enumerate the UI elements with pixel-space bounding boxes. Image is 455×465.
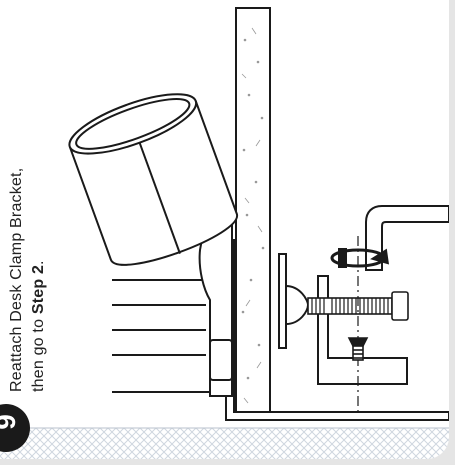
step-link-text: Step 2 (30, 264, 47, 315)
pivot-cap (285, 284, 310, 326)
instruction-line-1: Reattach Desk Clamp Bracket, (8, 167, 25, 392)
threaded-bolt (307, 291, 409, 321)
instruction-text: Reattach Desk Clamp Bracket, then go to … (6, 92, 50, 392)
l-bracket (225, 239, 449, 421)
pole-collar (68, 93, 238, 266)
clamp-frame (317, 275, 408, 385)
floor (0, 427, 449, 459)
desk-panel (235, 7, 271, 415)
screw (347, 337, 369, 361)
assembly-illustration (0, 7, 449, 459)
instruction-card: Reattach Desk Clamp Bracket, then go to … (0, 0, 449, 459)
instruction-line-2: then go to Step 2. (28, 92, 50, 392)
rotate-arrow-icon (330, 248, 390, 268)
clamp-plate (278, 253, 287, 349)
instruction-suffix: . (30, 260, 47, 265)
step-number: 9 (0, 414, 22, 430)
hex-key-icon (365, 205, 449, 271)
mount-arm (112, 198, 233, 397)
instruction-prefix: then go to (30, 314, 47, 392)
